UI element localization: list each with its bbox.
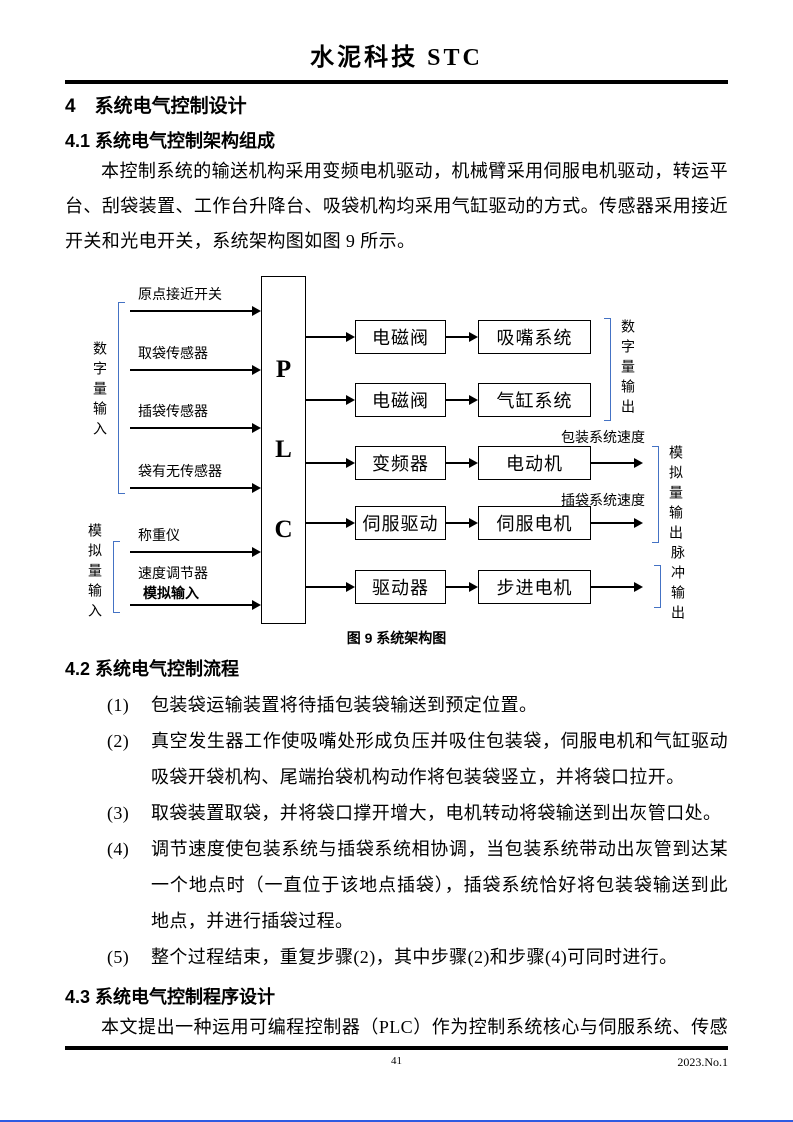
bottom-edge-line [0, 1120, 793, 1122]
input-label-analog-input: 模拟输入 [143, 585, 199, 601]
control-flow-list: (1) 包装袋运输装置将待插包装袋输送到预定位置。 (2) 真空发生器工作使吸嘴… [65, 687, 728, 975]
paragraph-4-3: 本文提出一种运用可编程控制器（PLC）作为控制系统核心与伺服系统、传感 [101, 1017, 728, 1037]
servo-motor-output-arrow [591, 518, 643, 528]
figure-9-system-architecture-diagram: P L C 原点接近开关 取袋传感器 插袋传感器 袋有无传感器 称重仪 速度调节… [65, 273, 728, 625]
input-label-weighing-instrument: 称重仪 [138, 527, 180, 543]
analog-input-bracket [113, 541, 120, 613]
analog-output-bracket [652, 446, 659, 543]
plc-letter-c: C [274, 516, 293, 543]
device-box-cylinder-system: 气缸系统 [478, 383, 591, 417]
device-box-motor: 电动机 [478, 446, 591, 480]
plc-to-driver-arrow-3 [306, 458, 355, 468]
flow-step-4: (4) 调节速度使包装系统与插袋系统相协调，当包装系统带动出灰管到达某一个地点时… [107, 831, 728, 939]
input-label-bag-insert-sensor: 插袋传感器 [138, 403, 208, 419]
page-footer: 41 2023.No.1 [65, 1046, 728, 1073]
analog-output-group-label: 模拟量输出 [668, 445, 684, 545]
footer-rule [65, 1046, 728, 1050]
input-arrow-3 [130, 423, 261, 433]
analog-input-group-label: 模拟量输入 [87, 523, 103, 623]
plc-letter-l: L [275, 436, 292, 463]
driver-to-device-arrow-5 [446, 582, 478, 592]
step-text: 调节速度使包装系统与插袋系统相协调，当包装系统带动出灰管到达某一个地点时（一直位… [151, 839, 728, 931]
driver-to-device-arrow-4 [446, 518, 478, 528]
step-number: (5) [107, 947, 130, 967]
input-arrow-1 [130, 306, 261, 316]
plc-to-driver-arrow-4 [306, 518, 355, 528]
driver-box-solenoid-valve-2: 电磁阀 [355, 383, 446, 417]
packing-system-speed-label: 包装系统速度 [561, 429, 645, 445]
plc-to-driver-arrow-2 [306, 395, 355, 405]
driver-to-device-arrow-2 [446, 395, 478, 405]
digital-input-group-label: 数字量输入 [92, 341, 108, 441]
driver-to-device-arrow-3 [446, 458, 478, 468]
stepper-motor-output-arrow [591, 582, 643, 592]
step-text: 整个过程结束，重复步骤(2)，其中步骤(2)和步骤(4)可同时进行。 [151, 947, 678, 967]
pulse-output-bracket [654, 565, 661, 608]
page-content: 水泥科技 STC 4 系统电气控制设计 4.1 系统电气控制架构组成 本控制系统… [65, 45, 728, 1037]
input-arrow-5 [130, 547, 261, 557]
step-number: (2) [107, 731, 130, 751]
driver-box-stepper-driver: 驱动器 [355, 570, 446, 604]
flow-step-3: (3) 取袋装置取袋，并将袋口撑开增大，电机转动将袋输送到出灰管口处。 [107, 795, 728, 831]
page-number: 41 [391, 1055, 402, 1067]
digital-output-bracket [604, 318, 611, 421]
driver-to-device-arrow-1 [446, 332, 478, 342]
input-label-bag-pick-sensor: 取袋传感器 [138, 345, 208, 361]
section-heading-4-2: 4.2 系统电气控制流程 [65, 659, 240, 679]
digital-input-bracket [118, 302, 125, 494]
step-text: 真空发生器工作使吸嘴处形成负压并吸住包装袋，伺服电机和气缸驱动吸袋开袋机构、尾端… [151, 731, 728, 787]
step-number: (1) [107, 695, 130, 715]
journal-issue: 2023.No.1 [677, 1055, 728, 1069]
section-heading-4-1: 4.1 系统电气控制架构组成 [65, 131, 276, 151]
driver-box-servo-drive: 伺服驱动 [355, 506, 446, 540]
plc-to-driver-arrow-1 [306, 332, 355, 342]
footer-row: 41 2023.No.1 [65, 1055, 728, 1073]
plc-to-driver-arrow-5 [306, 582, 355, 592]
journal-title: 水泥科技 STC [310, 45, 483, 71]
input-arrow-4 [130, 483, 261, 493]
header-rule [65, 80, 728, 84]
input-arrow-2 [130, 365, 261, 375]
input-label-speed-regulator: 速度调节器 [138, 565, 208, 581]
step-number: (3) [107, 803, 130, 823]
driver-box-inverter: 变频器 [355, 446, 446, 480]
flow-step-1: (1) 包装袋运输装置将待插包装袋输送到预定位置。 [107, 687, 728, 723]
input-label-bag-presence-sensor: 袋有无传感器 [138, 463, 222, 479]
paragraph-4-1: 本控制系统的输送机构采用变频电机驱动，机械臂采用伺服电机驱动，转运平台、刮袋装置… [65, 161, 728, 251]
step-text: 取袋装置取袋，并将袋口撑开增大，电机转动将袋输送到出灰管口处。 [151, 803, 722, 823]
figure-9-caption: 图 9 系统架构图 [346, 630, 447, 646]
bag-insert-system-speed-label: 插袋系统速度 [561, 492, 645, 508]
device-box-suction-nozzle-system: 吸嘴系统 [478, 320, 591, 354]
digital-output-group-label: 数字量输出 [620, 319, 636, 419]
device-box-servo-motor: 伺服电机 [478, 506, 591, 540]
section-heading-4-3: 4.3 系统电气控制程序设计 [65, 987, 276, 1007]
section-heading-4: 4 系统电气控制设计 [65, 96, 247, 117]
device-box-stepper-motor: 步进电机 [478, 570, 591, 604]
step-text: 包装袋运输装置将待插包装袋输送到预定位置。 [151, 695, 538, 715]
driver-box-solenoid-valve-1: 电磁阀 [355, 320, 446, 354]
step-number: (4) [107, 839, 130, 859]
motor-output-arrow [591, 458, 643, 468]
flow-step-5: (5) 整个过程结束，重复步骤(2)，其中步骤(2)和步骤(4)可同时进行。 [107, 939, 728, 975]
input-label-origin-proximity-switch: 原点接近开关 [138, 286, 222, 302]
plc-box: P L C [261, 276, 306, 624]
input-arrow-6 [130, 600, 261, 610]
plc-letter-p: P [275, 356, 292, 383]
flow-step-2: (2) 真空发生器工作使吸嘴处形成负压并吸住包装袋，伺服电机和气缸驱动吸袋开袋机… [107, 723, 728, 795]
pulse-output-group-label: 脉冲输出 [670, 545, 686, 625]
